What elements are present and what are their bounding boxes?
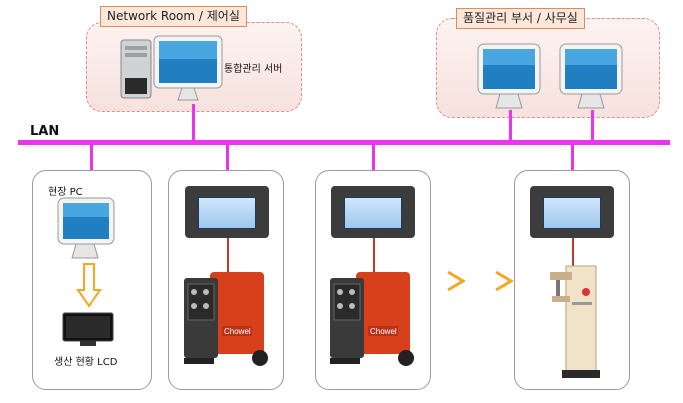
lcd-tv-icon xyxy=(62,312,114,348)
welding-machine-icon: Chowel xyxy=(180,268,272,368)
down-arrow-icon xyxy=(76,262,102,310)
hmi-link xyxy=(373,238,375,272)
hmi-panel-icon xyxy=(530,186,614,238)
lan-label: LAN xyxy=(30,124,60,139)
hmi-panel-icon xyxy=(185,186,269,238)
lan-drop xyxy=(372,144,375,186)
monitor-icon xyxy=(56,196,116,262)
spot-welder-icon xyxy=(546,262,602,380)
field-pc-label: 현장 PC xyxy=(48,187,83,198)
welder-brand: Chowel xyxy=(224,327,251,336)
hmi-link xyxy=(572,238,574,266)
lan-drop xyxy=(226,144,229,186)
hmi-panel-icon xyxy=(331,186,415,238)
qa-office-label: 품질관리 부서 / 사무실 xyxy=(456,8,585,29)
lan-bus xyxy=(18,140,670,145)
qa-office-zone xyxy=(436,18,660,118)
server-monitor-icon xyxy=(152,34,224,104)
monitor-icon xyxy=(476,42,542,112)
server-label: 통합관리 서버 xyxy=(224,64,283,75)
hmi-link xyxy=(227,238,229,272)
monitor-icon xyxy=(558,42,624,112)
lan-drop xyxy=(591,110,594,141)
lan-drop xyxy=(192,104,195,141)
welder-brand: Chowel xyxy=(370,327,397,336)
welding-machine-icon: Chowel xyxy=(326,268,418,368)
lcd-label: 생산 현황 LCD xyxy=(54,357,118,368)
lan-drop xyxy=(571,144,574,186)
lan-drop xyxy=(509,110,512,141)
network-room-label: Network Room / 제어실 xyxy=(100,6,247,27)
more-chevron-icon xyxy=(494,270,514,292)
tower-server-icon xyxy=(118,38,154,100)
more-chevron-icon xyxy=(446,270,466,292)
